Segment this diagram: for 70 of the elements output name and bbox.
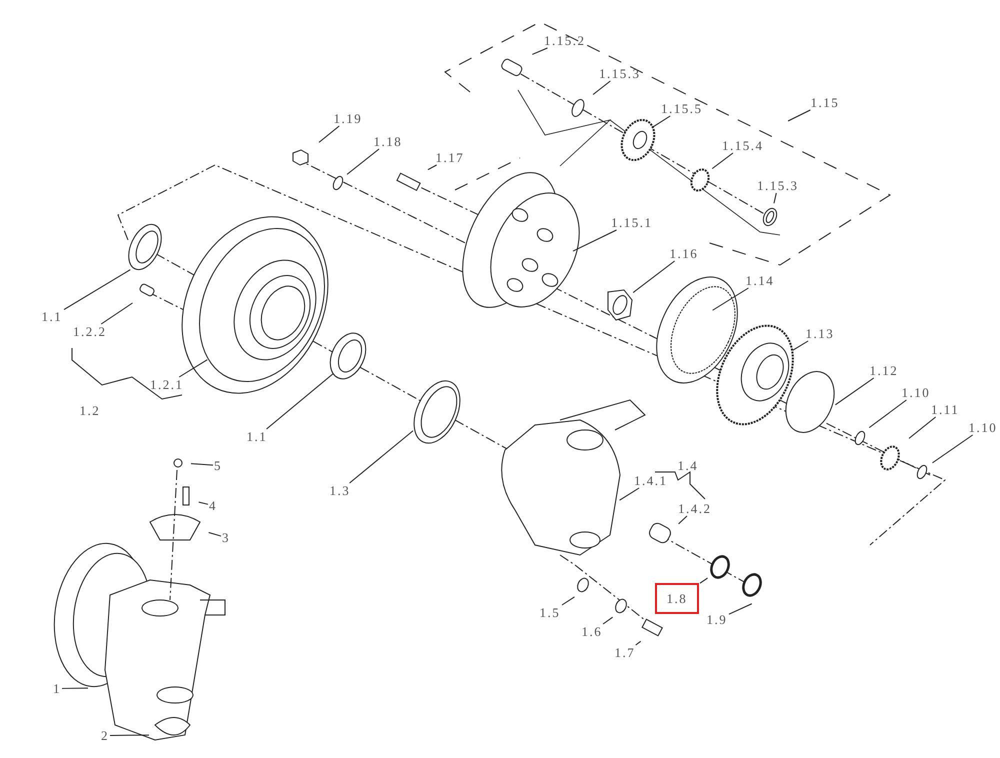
leader-line <box>266 373 334 430</box>
leader-line <box>562 596 575 606</box>
leader-line <box>592 80 611 95</box>
leader-line <box>532 48 548 55</box>
leader-line <box>198 502 208 505</box>
leader-line <box>178 359 208 378</box>
leader-line <box>346 148 380 175</box>
callout-number: 1.9 <box>706 612 728 626</box>
leader-line <box>318 126 340 143</box>
leader-line <box>700 578 708 584</box>
leader-line <box>632 260 676 294</box>
leader-line <box>208 532 222 537</box>
callout-number: 1.14 <box>744 272 776 288</box>
callout-number: 1.15.5 <box>660 100 704 116</box>
leader-line <box>64 269 131 310</box>
leader-line <box>788 110 811 122</box>
callout-number: 1.19 <box>332 110 364 126</box>
leader-line <box>868 400 907 428</box>
callout-number: 1.10 <box>900 384 932 400</box>
leader-line <box>834 378 874 406</box>
leader-line <box>908 416 936 439</box>
callout-number: 1.3 <box>328 482 352 498</box>
callout-number: 1.15.1 <box>610 214 654 230</box>
callout-number: 1.1 <box>246 428 268 444</box>
callout-number: 5 <box>213 458 223 472</box>
leader-line <box>100 302 134 324</box>
callout-number: 2 <box>100 728 110 742</box>
callout-number: 1.2 <box>78 402 102 418</box>
leader-line <box>572 230 618 252</box>
leader-line <box>427 164 438 170</box>
callout-number: 1.6 <box>580 624 604 638</box>
callout-number: 1.4.2 <box>677 500 712 516</box>
leader-line <box>652 116 671 128</box>
callout-number: 1.15.2 <box>543 32 586 48</box>
leader-line <box>773 192 777 204</box>
callout-number: 1.5 <box>538 604 562 620</box>
callout-number: 1.15.3 <box>756 178 800 192</box>
leader-line <box>728 603 752 615</box>
callout-number: 1.1 <box>40 308 64 324</box>
leader-line <box>62 688 88 689</box>
callout-number: 1.2.1 <box>149 376 184 392</box>
callout-number: 1.15.4 <box>721 138 764 152</box>
callout-number: 1.11 <box>930 402 960 416</box>
leader-line <box>602 616 614 624</box>
callout-number: 1.18 <box>372 134 404 148</box>
leader-line <box>635 640 642 646</box>
callout-number: 4 <box>208 498 218 512</box>
callout-number: 1.4.1 <box>633 472 668 488</box>
leader-line <box>619 488 640 501</box>
leader-line <box>349 430 414 484</box>
leader-line <box>190 463 214 466</box>
leader-line <box>678 516 688 524</box>
callout-number: 1 <box>52 680 62 696</box>
callout-number: 1.17 <box>434 150 466 164</box>
leader-line <box>792 340 809 351</box>
leader-line <box>932 434 974 464</box>
callout-number: 1.12 <box>868 362 900 378</box>
leader-line <box>110 734 150 736</box>
leader-line <box>712 288 749 311</box>
callout-number: 1.2.2 <box>72 324 108 338</box>
callout-number: 1.16 <box>668 246 700 260</box>
callout-number: 1.4 <box>676 458 700 472</box>
callout-number: 3 <box>221 530 231 544</box>
callout-number: 1.10 <box>968 420 998 434</box>
callout-number: 1.15.3 <box>598 66 642 80</box>
leader-line <box>712 152 734 170</box>
callout-number: 1.7 <box>614 644 636 660</box>
callout-number: 1.15 <box>810 94 840 110</box>
highlighted-callout-number: 1.8 <box>654 582 700 614</box>
callout-number: 1.13 <box>804 326 836 340</box>
